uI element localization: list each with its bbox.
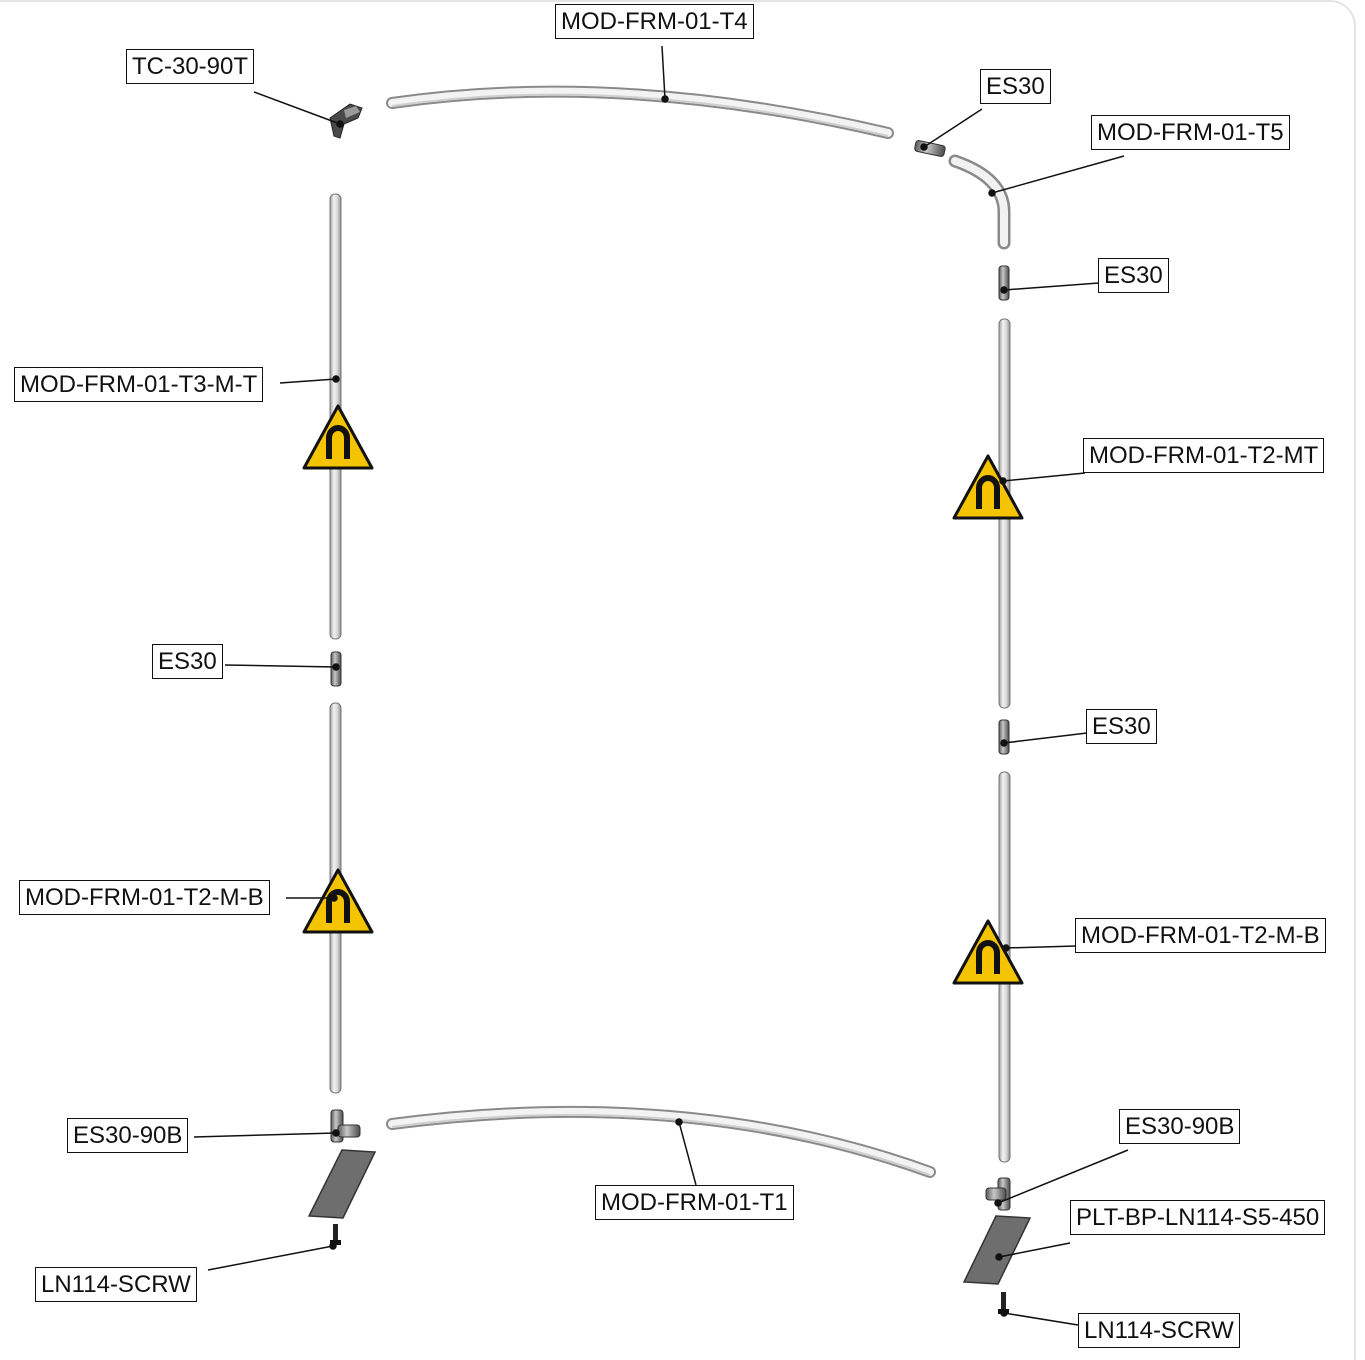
- callout-tc-30-90t: TC-30-90T: [126, 49, 255, 84]
- callout-mod-frm-01-t1: MOD-FRM-01-T1: [595, 1185, 794, 1220]
- magnet-warning-icon: [304, 406, 372, 468]
- callout-es30-90b-left: ES30-90B: [67, 1118, 189, 1153]
- es30-right-mid-connector: [998, 719, 1010, 755]
- callout-es30-top-right: ES30: [980, 69, 1051, 104]
- callout-mod-frm-01-t4: MOD-FRM-01-T4: [555, 4, 754, 39]
- bottom-arc-tube: [386, 1105, 936, 1178]
- callout-es30-90b-right: ES30-90B: [1119, 1109, 1241, 1144]
- leader-lines: [193, 45, 1129, 1326]
- callout-es30-left-mid: ES30: [152, 644, 223, 679]
- callout-ln114-scrw-left: LN114-SCRW: [35, 1267, 197, 1302]
- callout-es30-right-mid: ES30: [1086, 709, 1157, 744]
- callout-mod-frm-01-t5: MOD-FRM-01-T5: [1091, 115, 1290, 150]
- base-plate-left: [307, 1149, 377, 1219]
- es30-right-upper-connector: [998, 265, 1010, 301]
- callout-ln114-scrw-right: LN114-SCRW: [1078, 1313, 1240, 1348]
- callout-mod-frm-01-t2-m-b-left: MOD-FRM-01-T2-M-B: [19, 880, 270, 915]
- callout-mod-frm-01-t2-m-b-right: MOD-FRM-01-T2-M-B: [1075, 918, 1326, 953]
- base-plate-right: [962, 1215, 1032, 1285]
- callout-es30-right-upper: ES30: [1098, 258, 1169, 293]
- magnet-warning-icon: [304, 870, 372, 932]
- top-arc-tube: [386, 85, 894, 139]
- screw-left: [330, 1224, 341, 1245]
- magnet-warning-icon: [954, 921, 1022, 983]
- magnet-warning-icon: [954, 456, 1022, 518]
- es30-90b-left-connector: [330, 1109, 361, 1143]
- callout-mod-frm-01-t2-mt: MOD-FRM-01-T2-MT: [1083, 438, 1325, 473]
- elbow-tube-t5: [948, 154, 1011, 250]
- callout-mod-frm-01-t3-m-t: MOD-FRM-01-T3-M-T: [14, 367, 264, 402]
- callout-plt-bp-ln114-s5-450: PLT-BP-LN114-S5-450: [1070, 1200, 1326, 1235]
- tc-30-90t-connector: [329, 103, 363, 139]
